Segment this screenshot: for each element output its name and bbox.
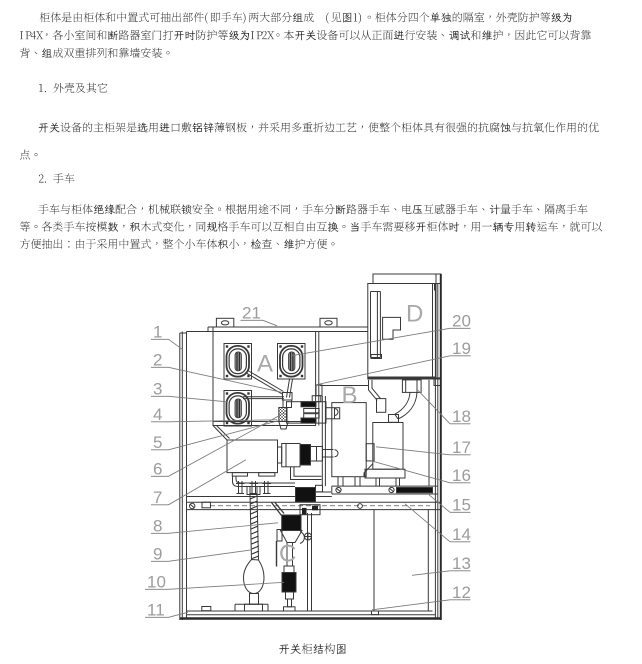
svg-text:15: 15: [452, 495, 471, 514]
svg-text:20: 20: [452, 311, 471, 330]
svg-text:16: 16: [452, 466, 471, 485]
svg-text:13: 13: [452, 554, 471, 573]
svg-text:7: 7: [153, 488, 162, 507]
svg-text:21: 21: [242, 303, 261, 322]
svg-text:8: 8: [153, 516, 162, 535]
svg-text:C: C: [279, 541, 296, 568]
svg-text:12: 12: [452, 583, 471, 602]
svg-text:3: 3: [153, 379, 162, 398]
svg-text:10: 10: [147, 572, 166, 591]
svg-text:19: 19: [452, 339, 471, 358]
svg-text:9: 9: [153, 544, 162, 563]
svg-text:18: 18: [452, 407, 471, 426]
svg-text:17: 17: [452, 438, 471, 457]
svg-text:B: B: [342, 382, 358, 409]
svg-text:1: 1: [153, 322, 162, 341]
svg-text:14: 14: [452, 525, 471, 544]
svg-text:4: 4: [153, 405, 162, 424]
svg-text:11: 11: [147, 600, 165, 619]
svg-text:A: A: [257, 351, 273, 378]
svg-text:2: 2: [153, 350, 162, 369]
svg-text:D: D: [406, 301, 423, 328]
svg-text:5: 5: [153, 433, 162, 452]
svg-text:6: 6: [153, 459, 162, 478]
